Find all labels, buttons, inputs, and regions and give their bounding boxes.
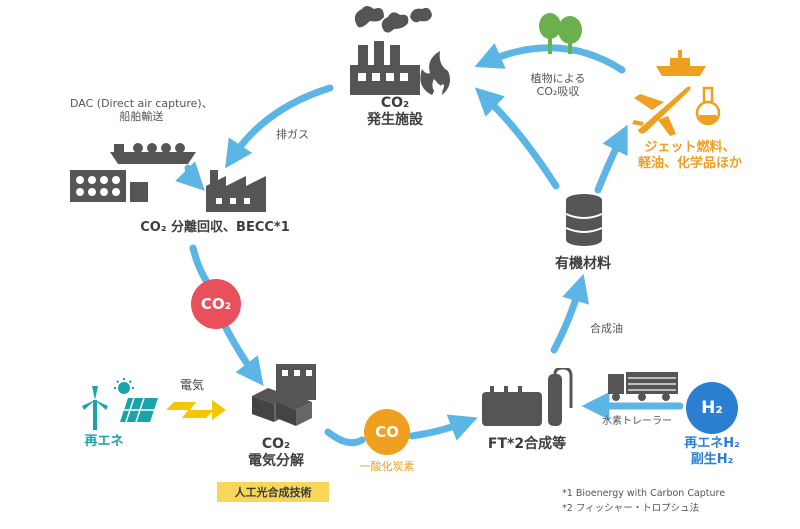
flask-icon [695, 86, 721, 126]
electrolysis-plant-icon [252, 364, 316, 426]
footnote-2: *2 フィッシャー・トロプシュ法 [562, 502, 700, 514]
wind-turbine-icon [82, 386, 108, 430]
h2-circle: H₂ [686, 382, 738, 434]
arrow-co-ft [408, 414, 478, 441]
dac-unit-icon [70, 170, 148, 202]
electricity-label: 電気 [180, 378, 205, 392]
products-label: ジェット燃料、 軽油、化学品ほか [638, 140, 742, 171]
arrow-plant-source [474, 43, 626, 74]
ft-plant-icon [482, 368, 573, 426]
h2-circle-label: H₂ [701, 398, 723, 418]
trees-icon [539, 13, 582, 54]
products-line1: ジェット燃料、 [644, 140, 736, 155]
hydrogen-trailer-label: 水素トレーラー [602, 416, 672, 427]
footnotes: *1 Bioenergy with Carbon Capture *2 フィッシ… [562, 487, 725, 516]
co2-circle-label: CO₂ [200, 295, 232, 313]
factory-icon [206, 170, 266, 212]
arrow-dac [175, 161, 205, 191]
synthetic-oil-label: 合成油 [590, 322, 623, 335]
organic-label: 有機材料 [555, 256, 611, 272]
ship-icon [656, 50, 706, 76]
dac-line1: DAC (Direct air capture)、 [70, 97, 213, 110]
arrow-co2-electrolysis [221, 322, 264, 387]
arrow-exhaust [225, 84, 334, 169]
co-caption: 一酸化炭素 [359, 460, 415, 473]
hydrogen-trailer-icon [608, 372, 678, 401]
solar-panel-icon [114, 378, 158, 423]
tanker-ship-icon [110, 143, 196, 164]
arrow-organic-source [474, 87, 560, 190]
ft-label: FT*2合成等 [487, 436, 567, 452]
arrow-ft-organic [550, 273, 590, 354]
dac-label: DAC (Direct air capture)、 船舶輸送 [70, 97, 213, 123]
arrow-electrolysis-co [324, 428, 366, 447]
electricity-arrow [166, 400, 226, 420]
co2-source-label: CO₂ 発生施設 [367, 95, 423, 129]
hydrogen-line1: 再エネH₂ [684, 436, 740, 451]
electrolysis-line2: 電気分解 [248, 452, 304, 469]
plant-absorption-label: 植物による CO₂吸収 [531, 72, 586, 98]
factory-smoke-icon [350, 6, 450, 95]
electrolysis-line1: CO₂ [261, 436, 291, 452]
artificial-photosynthesis-tag: 人工光合成技術 [217, 482, 329, 502]
plant-absorption-line2: CO₂吸収 [536, 85, 580, 99]
co2-source-line1: CO₂ [380, 95, 410, 111]
dac-line2: 船舶輸送 [119, 110, 164, 124]
hydrogen-line2: 副生H₂ [690, 451, 734, 467]
arrow-capture-co2 [189, 244, 211, 286]
electrolysis-label: CO₂ 電気分解 [248, 436, 304, 470]
airplane-icon [632, 86, 691, 136]
plant-absorption-line1: 植物による [530, 72, 586, 85]
footnote-1: *1 Bioenergy with Carbon Capture [562, 488, 726, 499]
products-line2: 軽油、化学品ほか [637, 155, 743, 171]
barrel-icon [565, 194, 603, 246]
co2-source-line2: 発生施設 [367, 111, 423, 128]
co-circle-label: CO [375, 423, 399, 441]
co-circle: CO [364, 409, 410, 455]
arrow-organic-products [594, 124, 628, 194]
renewable-label: 再エネ [84, 434, 124, 449]
exhaust-label: 排ガス [276, 128, 309, 141]
hydrogen-label: 再エネH₂ 副生H₂ [684, 436, 740, 467]
capture-label: CO₂ 分離回収、BECC*1 [140, 220, 290, 235]
co2-circle: CO₂ [191, 279, 241, 329]
